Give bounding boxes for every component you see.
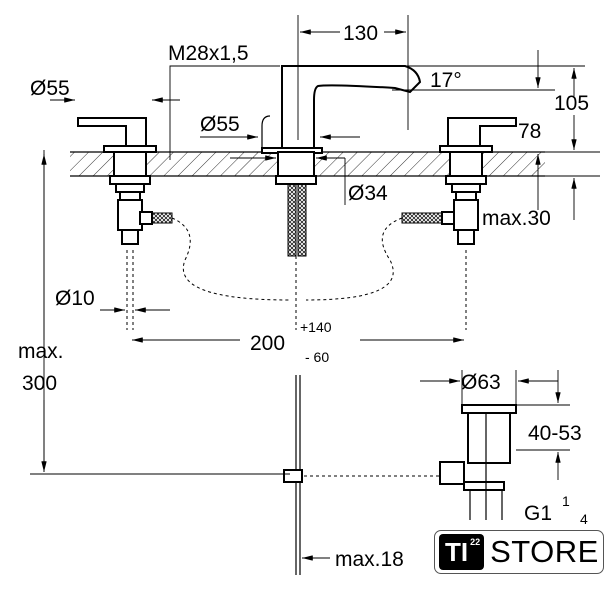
dim-drain-diameter: Ø63 — [461, 371, 501, 394]
dim-drain-thread-den: 4 — [580, 511, 588, 527]
dim-minus: - 60 — [305, 349, 329, 365]
dim-105: 105 — [554, 92, 589, 115]
dim-max-label: max. — [18, 340, 64, 363]
dim-max-30: max.30 — [482, 207, 551, 230]
dim-thread: M28x1,5 — [168, 42, 249, 65]
left-handle-valve — [77, 117, 173, 330]
dimension-lines — [30, 15, 600, 561]
dim-pipe-diameter: Ø10 — [55, 287, 95, 310]
dim-plus: +140 — [300, 319, 332, 335]
dim-center-diameter: Ø55 — [200, 113, 240, 136]
right-hose — [305, 217, 403, 301]
logo-superscript: 22 — [470, 537, 481, 547]
dim-200: 200 — [250, 332, 285, 355]
spout — [261, 65, 422, 330]
dim-hole-diameter: Ø34 — [348, 182, 388, 205]
dim-max-18: max.18 — [335, 548, 404, 571]
dim-130: 130 — [343, 22, 378, 45]
dim-drain-thread: G1 — [524, 502, 552, 525]
dim-300: 300 — [22, 372, 57, 395]
dim-drain-range: 40-53 — [528, 422, 582, 445]
store-logo: TI 22 STORE — [434, 530, 604, 574]
dim-angle: 17° — [430, 69, 462, 92]
logo-mark-text: TI — [445, 537, 469, 567]
drain-assembly — [283, 375, 517, 575]
logo-mark: TI 22 — [439, 534, 485, 570]
dim-left-diameter: Ø55 — [30, 77, 70, 100]
left-hose — [171, 217, 291, 301]
right-handle-valve — [401, 117, 517, 330]
dim-drain-thread-num: 1 — [562, 493, 570, 509]
dim-78: 78 — [518, 120, 541, 143]
logo-name: STORE — [490, 534, 599, 569]
